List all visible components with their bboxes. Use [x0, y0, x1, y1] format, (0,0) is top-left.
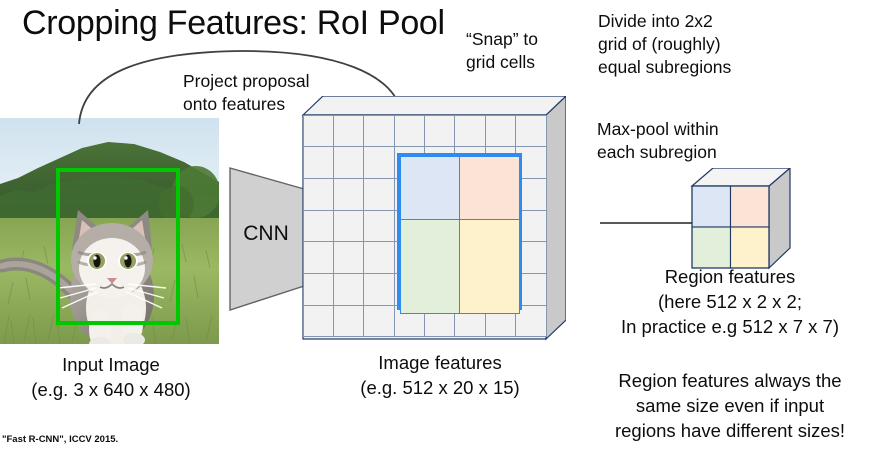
subregion-bottom-left: [399, 218, 460, 314]
grid-cell: [363, 273, 395, 306]
grid-cell: [363, 177, 395, 211]
cnn-label: CNN: [243, 222, 289, 245]
grid-cell: [332, 209, 365, 243]
grid-cell: [332, 273, 365, 306]
grid-cell: [363, 146, 395, 179]
subregion-bottom-right: [459, 218, 520, 314]
snap-to-grid-label: “Snap” to grid cells: [466, 29, 538, 72]
subregion-top-left: [399, 155, 460, 220]
input-image-caption: Input Image (e.g. 3 x 640 x 480): [31, 354, 191, 400]
citation-text: "Fast R-CNN", ICCV 2015.: [2, 434, 119, 445]
grid-cell: [515, 114, 547, 148]
grid-cell: [302, 209, 334, 243]
grid-cell: [363, 209, 395, 243]
region-features-note: Region features always the same size eve…: [614, 370, 845, 441]
subregion-top-right: [459, 155, 520, 220]
divide-grid-label: Divide into 2x2 grid of (roughly) equal …: [598, 11, 732, 77]
grid-cell: [332, 241, 365, 275]
object-proposal-box: [56, 168, 180, 325]
grid-cell: [363, 114, 395, 148]
grid-cell: [302, 273, 334, 306]
region-features-cube: [684, 166, 796, 276]
grid-cell: [332, 146, 365, 179]
cat-photograph: [0, 118, 219, 344]
region-features-caption: Region features (here 512 x 2 x 2; In pr…: [620, 266, 839, 337]
page-title: Cropping Features: RoI Pool: [22, 4, 445, 42]
grid-cell: [332, 304, 365, 338]
curved-arrow-icon: [75, 48, 425, 125]
input-image-photo: [0, 118, 219, 344]
max-pool-label: Max-pool within each subregion: [597, 119, 719, 162]
snapped-roi-region: [397, 153, 522, 314]
grid-cell: [302, 241, 334, 275]
grid-cell: [302, 177, 334, 211]
grid-cell: [424, 114, 456, 148]
grid-cell: [363, 241, 395, 275]
grid-cell: [454, 114, 486, 148]
grid-cell: [302, 146, 334, 179]
grid-cell: [302, 304, 334, 338]
grid-cell: [332, 114, 365, 148]
grid-cell: [363, 304, 395, 338]
project-proposal-label: Project proposal onto features: [183, 71, 310, 114]
image-features-caption: Image features (e.g. 512 x 20 x 15): [360, 352, 520, 398]
grid-cell: [515, 304, 547, 338]
grid-cell: [332, 177, 365, 211]
grid-cell: [302, 114, 334, 148]
grid-cell: [484, 114, 517, 148]
grid-cell: [393, 114, 425, 148]
